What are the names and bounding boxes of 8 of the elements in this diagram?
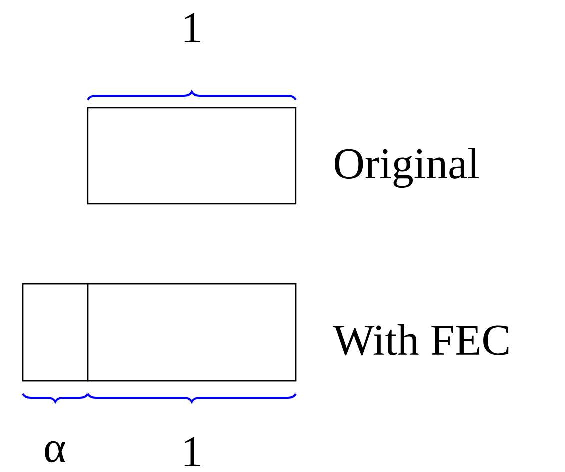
side-label: Original — [335, 148, 479, 188]
segment-box — [87, 283, 297, 382]
brace-label: 1 — [184, 13, 200, 43]
side-label: With FEC — [333, 324, 509, 356]
frame-box — [87, 107, 297, 205]
brace-label: α — [45, 441, 66, 463]
segment-box — [22, 283, 89, 382]
brace-label: 1 — [184, 437, 200, 467]
